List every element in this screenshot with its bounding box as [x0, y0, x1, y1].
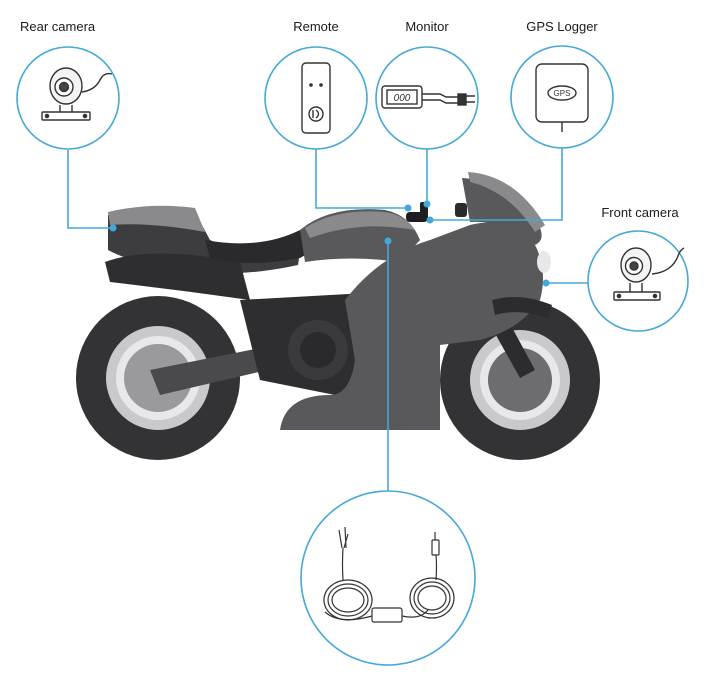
gps-logger-label: GPS Logger: [526, 19, 598, 34]
tail-highlight: [108, 205, 205, 232]
remote-icon: [301, 62, 331, 134]
rear-camera-label: Rear camera: [20, 19, 96, 34]
gps-icon-text: GPS: [554, 89, 571, 98]
monitor-label: Monitor: [405, 19, 449, 34]
front-fender: [492, 296, 552, 318]
monitor-callout: [375, 46, 479, 150]
gps-logger-icon: [535, 63, 589, 132]
power-cable-icon: [323, 526, 455, 623]
front-camera-label: Front camera: [601, 205, 679, 220]
gps-line: [430, 148, 563, 221]
remote-label: Remote: [293, 19, 339, 34]
windscreen: [462, 178, 542, 245]
callout-dots: [109, 200, 550, 287]
headlight: [537, 251, 551, 273]
front-fairing: [280, 222, 544, 430]
monitor-digits: 000: [394, 93, 411, 104]
callout-lines: [67, 148, 588, 491]
front-wheel: [440, 300, 600, 460]
front-camera-icon: [613, 247, 685, 301]
power-cable-callout: [300, 490, 476, 666]
monitor-icon: [381, 85, 475, 109]
remote-line: [315, 149, 408, 209]
rear-camera-icon: [41, 67, 113, 121]
rear-camera-line: [67, 150, 113, 229]
motorcycle-illustration: [76, 172, 600, 460]
